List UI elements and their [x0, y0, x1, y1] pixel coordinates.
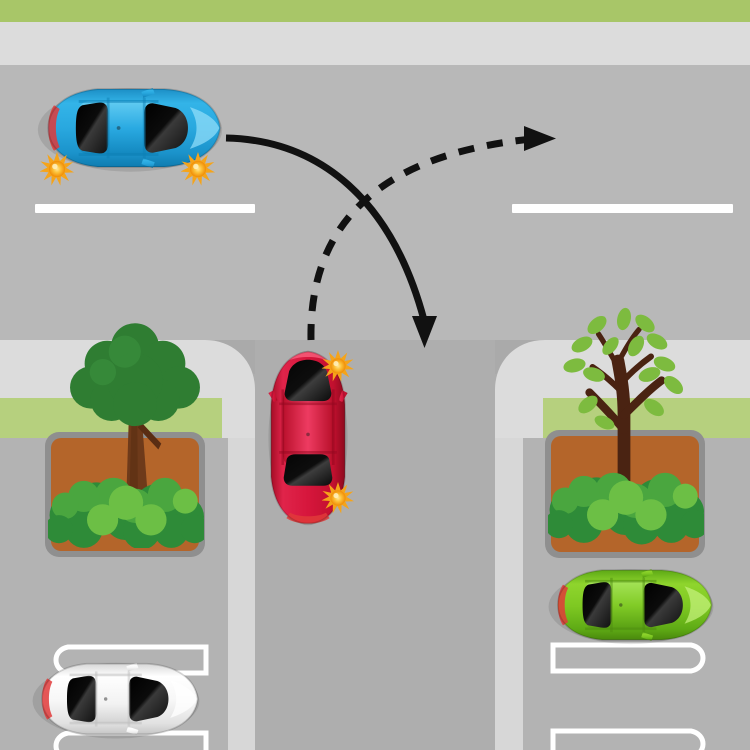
green-car[interactable] [547, 568, 715, 645]
stall-left-lower [53, 730, 209, 750]
white-car[interactable] [31, 661, 201, 740]
parking-stalls [53, 642, 706, 750]
red-car-exit-arrowhead [524, 126, 556, 151]
stall-right-lower [550, 728, 706, 750]
blue-car-turn-arrowhead [412, 316, 437, 348]
left-block-curb [228, 438, 255, 750]
lane-dash-right [512, 204, 733, 213]
blue-car-turn-path-line [225, 134, 428, 321]
planter-left-group [45, 323, 205, 557]
red-car-exit-path [307, 126, 556, 341]
red-car[interactable] [267, 349, 354, 527]
blue-car[interactable] [36, 87, 224, 186]
top-grass-strip [0, 0, 750, 22]
stall-right-upper [550, 642, 706, 674]
blue-car-turn-path [225, 134, 437, 348]
top-sidewalk [0, 22, 750, 65]
right-block-curb [495, 438, 523, 750]
path-arrows [225, 126, 556, 348]
red-car-exit-path-line [307, 135, 533, 341]
lane-dash-left [35, 204, 255, 213]
lane-markings [35, 204, 733, 213]
planter-right-group [545, 307, 705, 558]
